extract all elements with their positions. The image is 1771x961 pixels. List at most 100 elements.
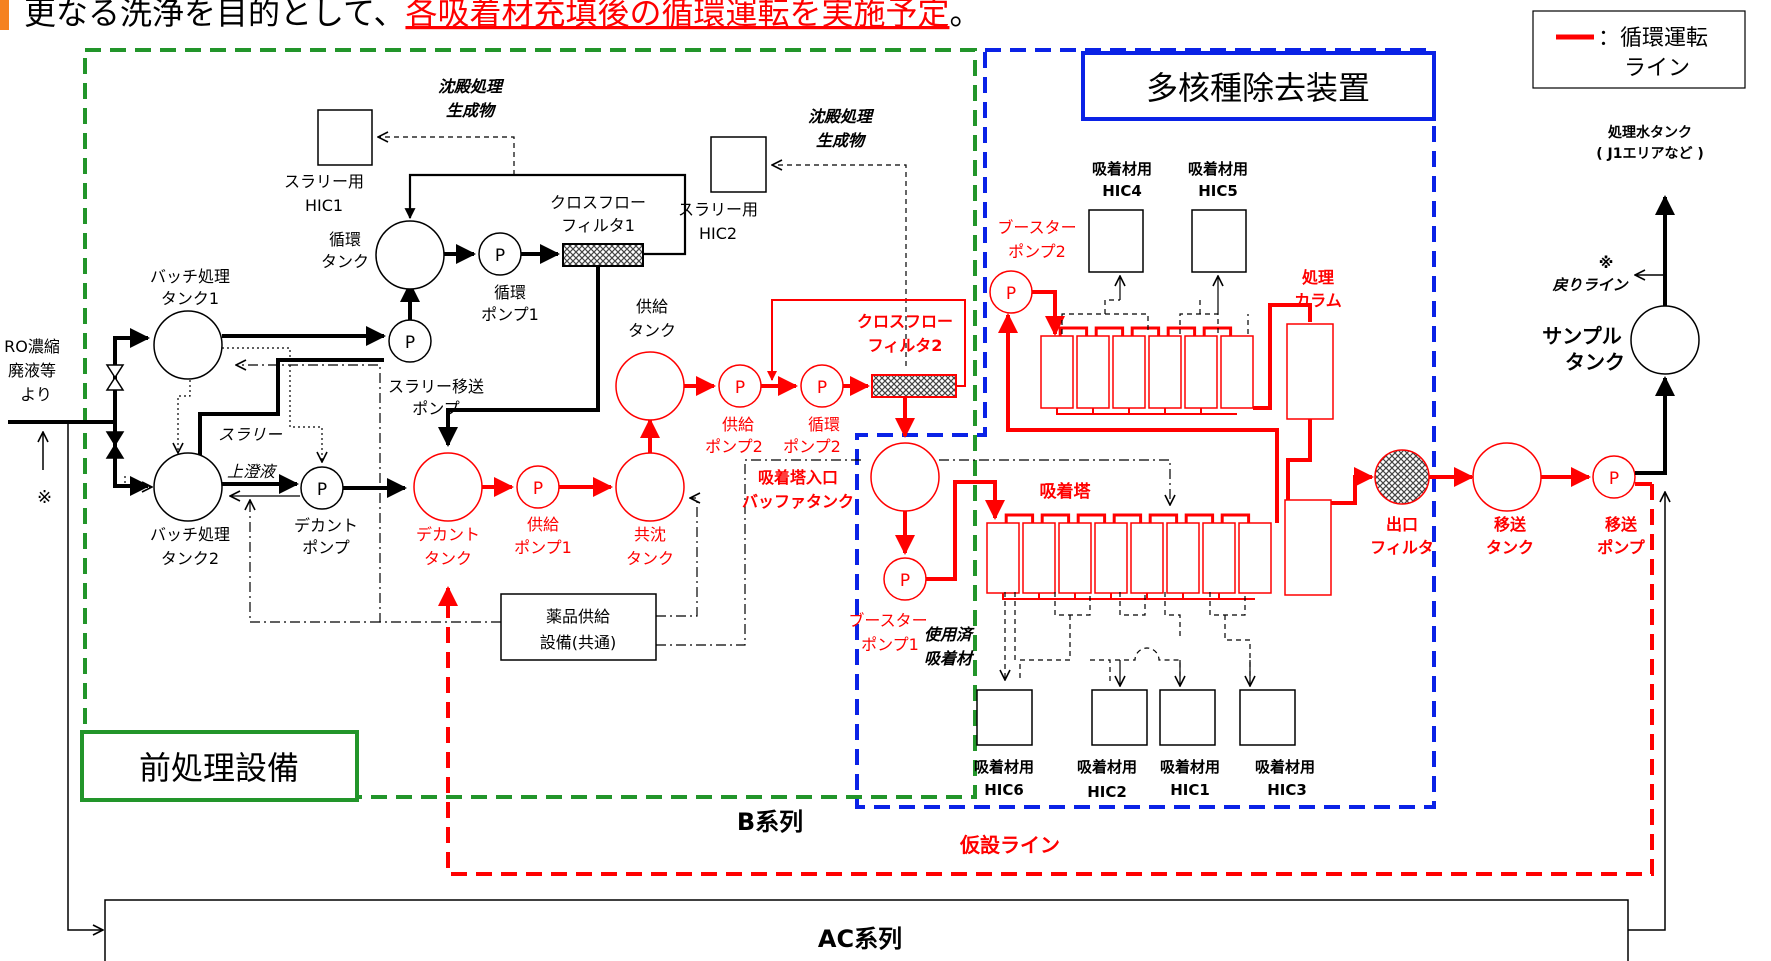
upper-column-6 (1220, 335, 1254, 409)
alps-title-box: 多核種除去装置 (1081, 51, 1436, 121)
adsorption-column-4 (1094, 522, 1128, 594)
adsorption-column-bottom-link (1074, 593, 1111, 600)
inlet-branch-up (113, 328, 150, 422)
batch-tank-1 (153, 310, 223, 380)
buffer-tank-label: 吸着塔入口バッファタンク (742, 468, 854, 511)
upper-column-bottom-link (1128, 408, 1165, 415)
adsorption-column-3 (1058, 522, 1092, 594)
adsorption-column-connector (1076, 513, 1107, 523)
supply-pump1-label: 供給ポンプ1 (514, 515, 572, 557)
upper-column-2 (1076, 335, 1110, 409)
upper-column-bottom-link (1056, 408, 1093, 415)
adsorption-column-bottom-link (1146, 593, 1183, 600)
adsorption-column-connector (1184, 513, 1215, 523)
final-column (1284, 499, 1332, 596)
upper-column-connector (1094, 326, 1125, 336)
chem-to-coppt (656, 498, 697, 617)
adsorbent-hic-1 (1159, 689, 1216, 746)
to-sample-tank (1635, 376, 1675, 475)
supply-pump2-label: 供給ポンプ2 (705, 415, 763, 456)
booster-pump2-symbol: P (1006, 284, 1016, 304)
adsorbent-hic-3 (1239, 689, 1296, 746)
ro-source-label: RO濃縮廃液等より (4, 337, 60, 404)
adsorbent-hic-2 (1091, 689, 1148, 746)
transfer-pump (1592, 455, 1636, 499)
coprecipitation-tank (615, 452, 685, 522)
batch-tank-2-label: バッチ処理タンク2 (150, 525, 230, 568)
valve-bottom (105, 431, 125, 459)
upper-column-4 (1148, 335, 1182, 409)
adsorption-column-bottom-link (1182, 593, 1219, 600)
cff1-to-decant-tank (438, 266, 600, 447)
outlet-filter (1374, 449, 1430, 505)
batch2-dotted-in (124, 476, 152, 487)
slurry-label: スラリー (218, 425, 283, 444)
svg-text:：循環運転: ：循環運転 (1598, 26, 1708, 51)
batch2-to-slurry-pump (198, 358, 384, 455)
adsorbent-hic-6 (976, 689, 1033, 746)
ac-inlet-line (67, 422, 103, 930)
batch-tank-2 (153, 452, 223, 522)
booster1-to-adsorption (926, 480, 1005, 581)
booster-pump1-label: ブースターポンプ1 (848, 611, 927, 654)
slurry-pump-symbol: P (405, 333, 415, 353)
sample-tank (1630, 305, 1700, 375)
circ-pump2-label: 循環ポンプ2 (783, 415, 841, 456)
temporary-line-label: 仮設ライン (959, 833, 1060, 857)
cross-flow-filter-1 (562, 243, 644, 267)
buffer-dashed-top (939, 459, 1170, 505)
adsorption-column-5 (1130, 522, 1164, 594)
transfer-pump-label: 移送ポンプ (1597, 515, 1646, 557)
header-accent-bar (0, 0, 9, 30)
transfer-tank-label: 移送タンク (1486, 515, 1534, 557)
booster2-to-upper-cols (1032, 290, 1065, 336)
series-b-label: B系列 (737, 808, 803, 836)
upper-column-bottom-link (1164, 408, 1201, 415)
upper-column-connector (1202, 326, 1233, 336)
pretreatment-boundary (83, 48, 977, 799)
chemical-supply-box (500, 593, 657, 661)
supply-pump1-symbol: P (533, 479, 543, 499)
supernatant-label: 上澄液 (227, 462, 278, 481)
upper-cols-dashed (1061, 299, 1249, 334)
processing-column (1286, 323, 1334, 420)
upper-column-bottom-link (1200, 408, 1237, 415)
upper-column-connector (1130, 326, 1161, 336)
cross-flow-filter-2 (871, 374, 957, 398)
used-adsorbent-label: 使用済吸着材 (924, 625, 975, 668)
supply-pump2-symbol: P (735, 378, 745, 398)
sample-tank-label: サンプルタンク (1542, 324, 1625, 374)
decant-pump-symbol: P (317, 480, 327, 500)
ac-series-box: AC系列 (104, 899, 1629, 961)
circ-pump1-label: 循環ポンプ1 (481, 283, 539, 324)
header-highlight: 各吸着材充填後の循環運転を実施予定 (405, 0, 949, 32)
lower-to-upper-return (998, 313, 1279, 523)
decant-tank (413, 452, 483, 522)
batch1-to-2-dotted (178, 380, 191, 453)
decant-pump-label: デカントポンプ (294, 516, 358, 557)
slurry-hic-1 (317, 109, 373, 166)
buffer-tank (870, 442, 940, 512)
adsorption-column-connector (1112, 513, 1143, 523)
cff1-label: クロスフローフィルタ1 (550, 193, 646, 235)
pretreatment-title-box: 前処理設備 (80, 730, 359, 802)
upper-column-1 (1040, 335, 1074, 409)
ppt1-label: 沈殿処理生成物 (438, 77, 505, 120)
booster-pump2-label: ブースターポンプ2 (997, 218, 1076, 261)
svg-text:多核種除去装置: 多核種除去装置 (1146, 69, 1370, 107)
chem-to-buffer (656, 459, 863, 646)
coppt-tank-label: 共沈タンク (626, 525, 674, 568)
adsorption-label: 吸着塔 (1040, 481, 1092, 502)
column-to-final (1286, 419, 1312, 503)
outlet-filter-label: 出口フィルタ (1370, 515, 1434, 557)
upper-to-column (1253, 303, 1312, 410)
adsorption-column-2 (1022, 522, 1056, 594)
cff2-label: クロスフローフィルタ2 (857, 312, 953, 355)
ppt1-line (378, 137, 515, 175)
adsorption-column-bottom-link (1002, 593, 1039, 600)
adsorption-column-8 (1238, 522, 1272, 594)
